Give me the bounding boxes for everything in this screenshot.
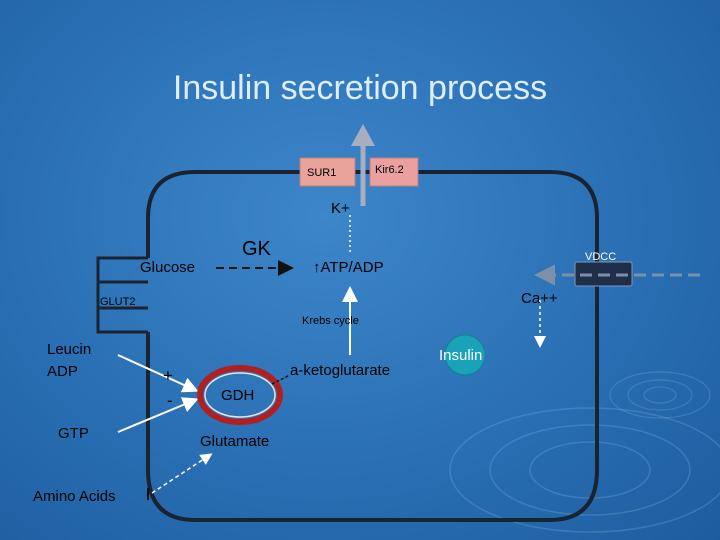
glutamate-label: Glutamate <box>200 433 270 450</box>
ca-label: Ca++ <box>521 290 558 307</box>
amino-acids-label: Amino Acids <box>33 488 116 505</box>
gdh-ring <box>197 365 283 425</box>
kir62-box <box>369 157 419 187</box>
k-plus-label: K+ <box>331 200 350 217</box>
atp-adp-label: ↑ATP/ADP <box>313 259 384 276</box>
gdh-ring-inner <box>204 372 276 418</box>
glucose-label: Glucose <box>140 259 196 276</box>
krebs-cycle-label: Krebs cycle <box>302 315 359 327</box>
amino-to-glutamate-arrow <box>151 453 213 494</box>
insulin-granule <box>444 334 486 376</box>
page-title: Insulin secretion process <box>172 69 548 107</box>
vdcc-label: VDCC <box>585 251 617 263</box>
sur1-label: SUR1 <box>307 167 337 179</box>
leucin-label: Leucin <box>47 341 92 358</box>
leucin-to-gdh-arrow <box>117 354 199 393</box>
glut2-label: GLUT2 <box>100 296 136 308</box>
gdh-to-aketo-arrow <box>271 374 291 385</box>
insulin-label: Insulin <box>439 347 483 364</box>
gdh-label: GDH <box>221 387 255 404</box>
glut2-transporter <box>96 256 148 334</box>
plus-sign: + <box>163 366 173 385</box>
adp-label: ADP <box>47 363 78 380</box>
k-efflux-arrowhead <box>351 124 375 146</box>
cell-membrane <box>146 170 599 522</box>
gtp-label: GTP <box>58 425 89 442</box>
a-ketoglutarate-label: a-ketoglutarate <box>290 362 391 379</box>
kir62-label: Kir6.2 <box>375 164 404 176</box>
minus-sign: - <box>167 391 173 410</box>
gk-label: GK <box>242 238 271 260</box>
sur1-box <box>299 157 356 187</box>
gtp-to-gdh-arrow <box>117 397 199 433</box>
